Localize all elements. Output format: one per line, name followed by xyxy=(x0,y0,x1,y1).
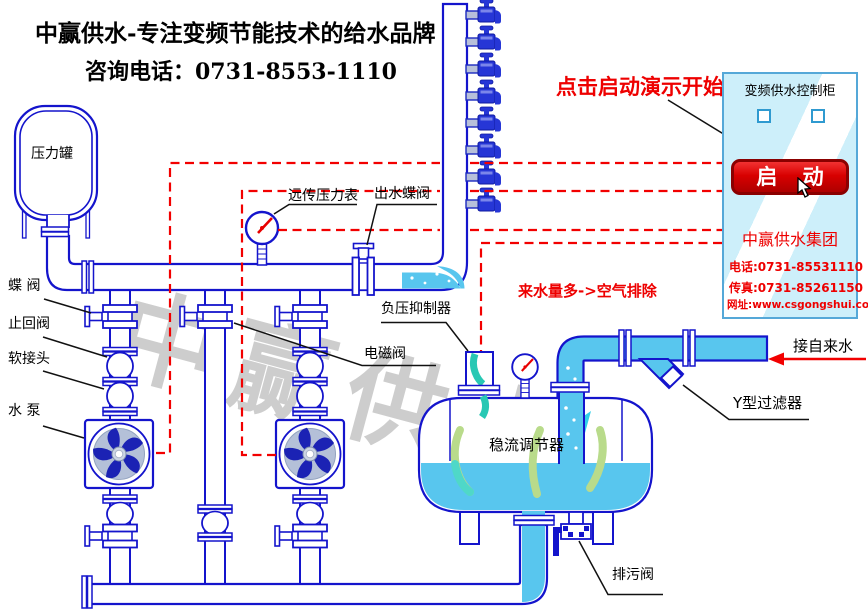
cursor-icon xyxy=(797,177,812,198)
drain-valve-icon xyxy=(553,511,592,556)
outlet-butterfly-valve-icon xyxy=(351,242,375,296)
panel-website: 网址:www.csgongshui.com xyxy=(727,299,868,311)
control-cabinet-panel: 变频供水控制柜 启 动 中赢供水集团 电话:0731-85531110 传真:0… xyxy=(722,72,868,319)
tank-gauge-icon xyxy=(511,353,539,381)
faucet-riser xyxy=(465,0,502,214)
inlet-flow-arrow xyxy=(768,352,866,366)
label-water-pump: 水 泵 xyxy=(8,403,41,419)
indicator-light-1 xyxy=(757,109,771,123)
negative-pressure-suppressor-icon xyxy=(457,351,501,419)
label-check-valve: 止回阀 xyxy=(8,316,50,332)
label-solenoid-valve: 电磁阀 xyxy=(364,346,406,362)
label-flow-regulator: 稳流调节器 xyxy=(489,436,565,454)
panel-title: 变频供水控制柜 xyxy=(744,84,836,99)
panel-phone: 电话:0731-85531110 xyxy=(729,260,863,274)
demo-hint: 点击启动演示开始 xyxy=(556,75,724,99)
water-pump-1-icon xyxy=(83,418,155,490)
label-remote-pressure-gauge: 远传压力表 xyxy=(288,188,358,204)
inlet-pipe xyxy=(550,329,769,464)
start-button[interactable]: 启 动 xyxy=(731,159,849,195)
control-signal-lines xyxy=(156,161,722,457)
tank-gauge-stem xyxy=(520,378,530,399)
header-phone: 咨询电话：0731-8553-1110 xyxy=(85,59,397,85)
leader-lines xyxy=(42,99,809,596)
label-negative-pressure-suppressor: 负压抑制器 xyxy=(381,301,451,317)
y-filter-icon xyxy=(618,329,696,390)
label-flow-note: 来水量多->空气排除 xyxy=(518,282,657,300)
outlet-manifold-pipe xyxy=(45,2,469,294)
brand-headline: 中赢供水-专注变频节能技术的给水品牌 xyxy=(35,20,436,47)
gauge-stem xyxy=(256,243,268,266)
panel-company: 中赢供水集团 xyxy=(741,230,838,249)
pressure-tank xyxy=(13,104,99,239)
label-y-filter: Y型过滤器 xyxy=(733,394,803,412)
label-drain-valve: 排污阀 xyxy=(612,567,654,583)
solenoid-valve-icon xyxy=(179,304,233,329)
label-tap-water-inlet: 接自来水 xyxy=(793,337,854,355)
label-pressure-tank: 压力罐 xyxy=(31,146,73,162)
water-pump-2-icon xyxy=(274,418,346,490)
remote-pressure-gauge-icon xyxy=(244,210,280,246)
label-flexible-joint: 软接头 xyxy=(8,351,50,367)
panel-fax: 传真:0731-85261150 xyxy=(729,281,863,295)
label-outlet-butterfly-valve: 出水蝶阀 xyxy=(374,186,430,202)
label-butterfly-valve: 蝶 阀 xyxy=(8,278,41,294)
flow-regulator-tank xyxy=(417,396,654,556)
indicator-light-2 xyxy=(811,109,825,123)
